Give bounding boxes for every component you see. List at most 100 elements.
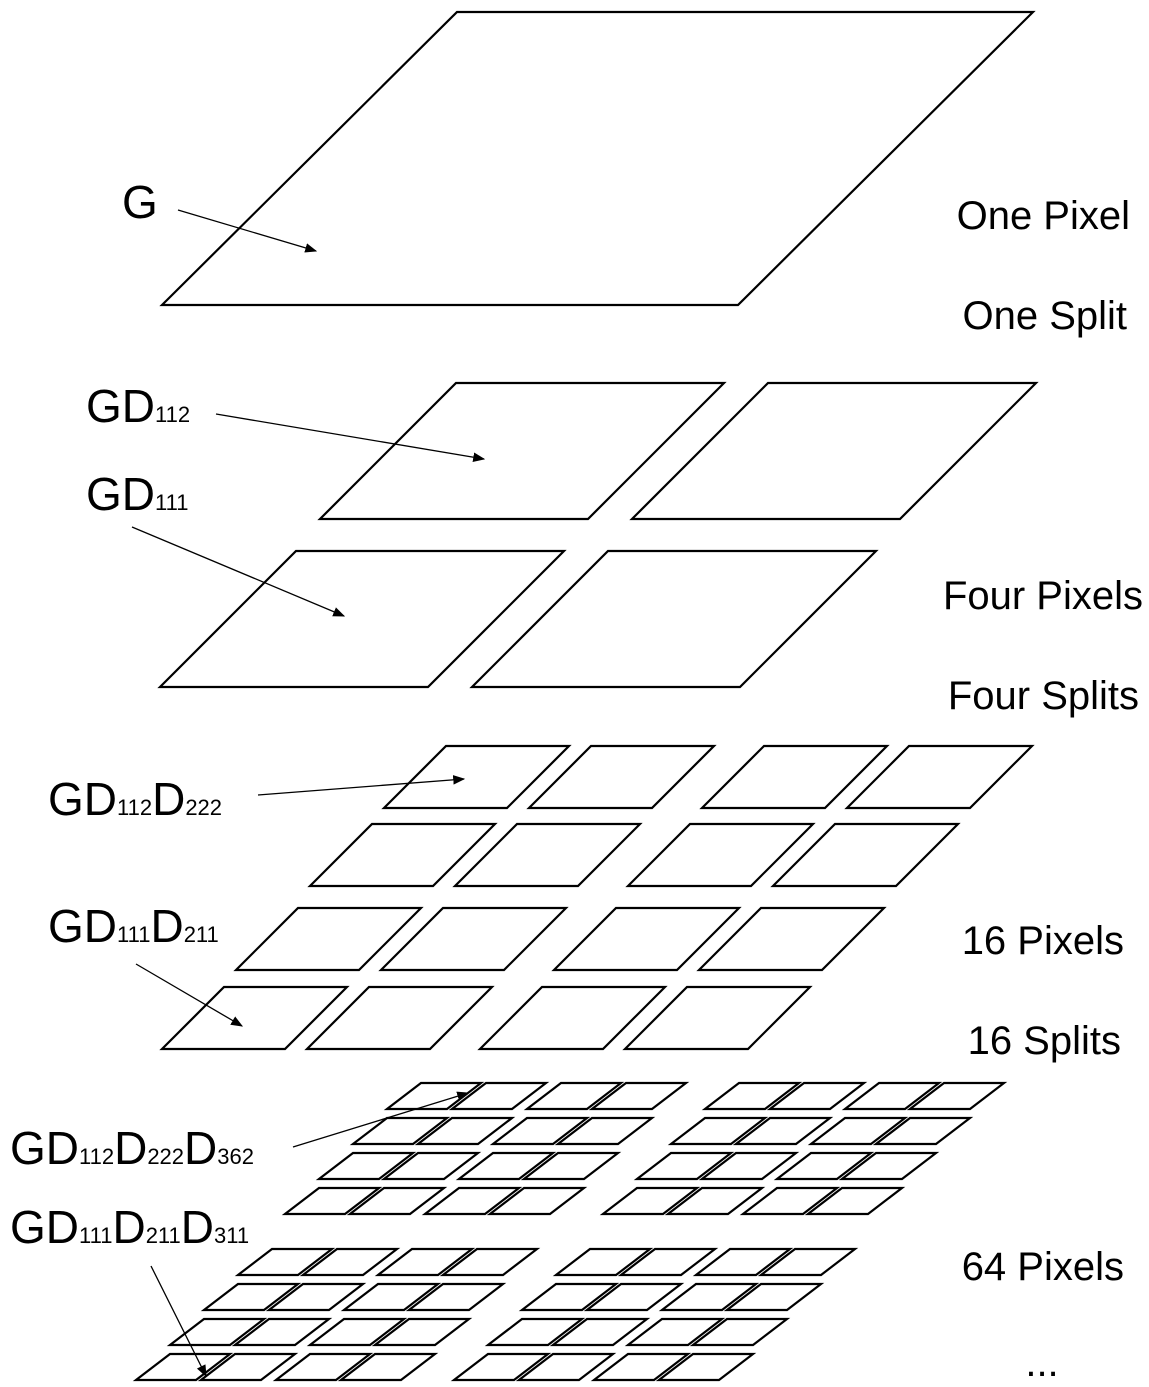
pixel-cell-level-4 xyxy=(450,1352,552,1382)
pixel-cell-level-3 xyxy=(477,985,668,1051)
pixel-cell-level-4 xyxy=(841,1081,943,1111)
pixel-cell-level-4 xyxy=(371,1317,473,1347)
callout-g: G xyxy=(122,176,158,228)
pixel-cell-level-4 xyxy=(265,1282,367,1312)
callout-gd112d222d362: GD112D222D362 xyxy=(10,1122,254,1174)
pixel-cell-level-4 xyxy=(374,1247,476,1277)
pixel-cell-level-3 xyxy=(699,744,890,810)
pixel-cell-level-4 xyxy=(906,1081,1008,1111)
pixel-cell-level-4 xyxy=(757,1247,859,1277)
pixel-cell-level-4 xyxy=(633,1151,735,1181)
label-16-pixels: 16 Pixels xyxy=(962,919,1124,963)
pixel-cell-level-2 xyxy=(157,549,567,689)
pixel-cell-level-3 xyxy=(770,822,961,888)
pixel-cell-level-4 xyxy=(346,1186,448,1216)
pixel-cell-level-4 xyxy=(872,1116,974,1146)
pixel-cell-level-4 xyxy=(838,1151,940,1181)
callout-arrows-layer xyxy=(131,209,486,1378)
pixel-cell-level-3 xyxy=(381,744,572,810)
pixel-cell-level-4 xyxy=(405,1282,507,1312)
pixel-cell-level-4 xyxy=(200,1282,302,1312)
pixel-cell-level-4 xyxy=(624,1317,726,1347)
pixel-cell-level-4 xyxy=(166,1317,268,1347)
pixel-cell-level-4 xyxy=(489,1116,591,1146)
pixel-cell-level-3 xyxy=(551,906,742,972)
pixel-cell-level-4 xyxy=(486,1186,588,1216)
callout-gd112: GD112 xyxy=(86,380,190,432)
callout-gd111: GD111 xyxy=(86,468,188,520)
pixel-cell-level-4 xyxy=(552,1247,654,1277)
pixel-cell-level-4 xyxy=(807,1116,909,1146)
label-ellipsis: ... xyxy=(1025,1341,1058,1382)
pixel-cell-level-3 xyxy=(378,906,569,972)
pixel-cell-level-4 xyxy=(414,1116,516,1146)
pixel-cell-level-4 xyxy=(439,1247,541,1277)
pixel-cell-level-4 xyxy=(667,1116,769,1146)
pixel-cell-level-3 xyxy=(452,822,643,888)
pixel-cell-level-4 xyxy=(272,1352,374,1382)
pixel-cell-level-4 xyxy=(380,1151,482,1181)
callout-gd112d222: GD112D222 xyxy=(48,773,222,825)
pixel-cell-level-4 xyxy=(590,1352,692,1382)
pixel-cell-level-3 xyxy=(696,906,887,972)
pixel-cell-level-2 xyxy=(317,381,727,521)
pixel-cells-layer xyxy=(132,10,1039,1382)
pixel-cell-level-4 xyxy=(484,1317,586,1347)
pixel-cell-level-3 xyxy=(233,906,424,972)
pixel-cell-level-3 xyxy=(526,744,717,810)
pixel-cell-level-4 xyxy=(231,1317,333,1347)
pixel-cell-level-4 xyxy=(739,1186,841,1216)
label-one-split: One Split xyxy=(962,294,1127,338)
pixel-cell-level-4 xyxy=(234,1247,336,1277)
callout-arrow xyxy=(215,413,486,462)
label-four-splits: Four Splits xyxy=(948,674,1139,718)
label-16-splits: 16 Splits xyxy=(968,1019,1121,1063)
pixel-cell-level-4 xyxy=(804,1186,906,1216)
pixel-cell-level-4 xyxy=(337,1352,439,1382)
callout-arrow xyxy=(135,963,244,1027)
pixel-cell-level-4 xyxy=(306,1317,408,1347)
pixel-cell-level-4 xyxy=(766,1081,868,1111)
pixel-cell-level-4 xyxy=(698,1151,800,1181)
callout-arrow xyxy=(257,775,466,796)
pixel-cell-level-3 xyxy=(625,822,816,888)
pixel-cell-level-4 xyxy=(664,1186,766,1216)
pixel-cell-level-4 xyxy=(281,1186,383,1216)
pixel-cell-level-4 xyxy=(658,1282,760,1312)
pixel-cell-level-4 xyxy=(689,1317,791,1347)
callout-arrow xyxy=(292,1091,470,1148)
pixel-cell-level-4 xyxy=(132,1352,234,1382)
callout-arrow xyxy=(150,1265,207,1378)
pixel-cell-level-4 xyxy=(455,1151,557,1181)
pixel-cell-level-4 xyxy=(518,1282,620,1312)
pixel-cell-level-4 xyxy=(732,1116,834,1146)
pixel-cell-level-4 xyxy=(523,1081,625,1111)
callout-arrow xyxy=(131,526,346,617)
callout-arrow xyxy=(177,209,318,253)
pixel-cell-level-3 xyxy=(159,985,350,1051)
pixel-cell-level-3 xyxy=(304,985,495,1051)
pixel-cell-level-4 xyxy=(773,1151,875,1181)
pixel-cell-level-1 xyxy=(159,10,1036,307)
pixel-cell-level-4 xyxy=(340,1282,442,1312)
pixel-cell-level-4 xyxy=(701,1081,803,1111)
pixel-cell-level-4 xyxy=(549,1317,651,1347)
pixel-cell-level-4 xyxy=(197,1352,299,1382)
pixel-cell-level-4 xyxy=(554,1116,656,1146)
label-one-pixel: One Pixel xyxy=(957,194,1130,238)
label-four-pixels: Four Pixels xyxy=(943,574,1143,618)
callout-gd111d211: GD111D211 xyxy=(48,900,219,952)
pixel-cell-level-4 xyxy=(520,1151,622,1181)
pixel-cell-level-3 xyxy=(307,822,498,888)
pixel-cell-level-4 xyxy=(692,1247,794,1277)
pixel-cell-level-3 xyxy=(844,744,1035,810)
pixel-cell-level-4 xyxy=(583,1282,685,1312)
pixel-cell-level-4 xyxy=(383,1081,485,1111)
label-64-pixels: 64 Pixels xyxy=(962,1245,1124,1289)
pixel-cell-level-4 xyxy=(349,1116,451,1146)
pixel-cell-level-4 xyxy=(299,1247,401,1277)
pixel-cell-level-4 xyxy=(599,1186,701,1216)
pixel-cell-level-4 xyxy=(617,1247,719,1277)
